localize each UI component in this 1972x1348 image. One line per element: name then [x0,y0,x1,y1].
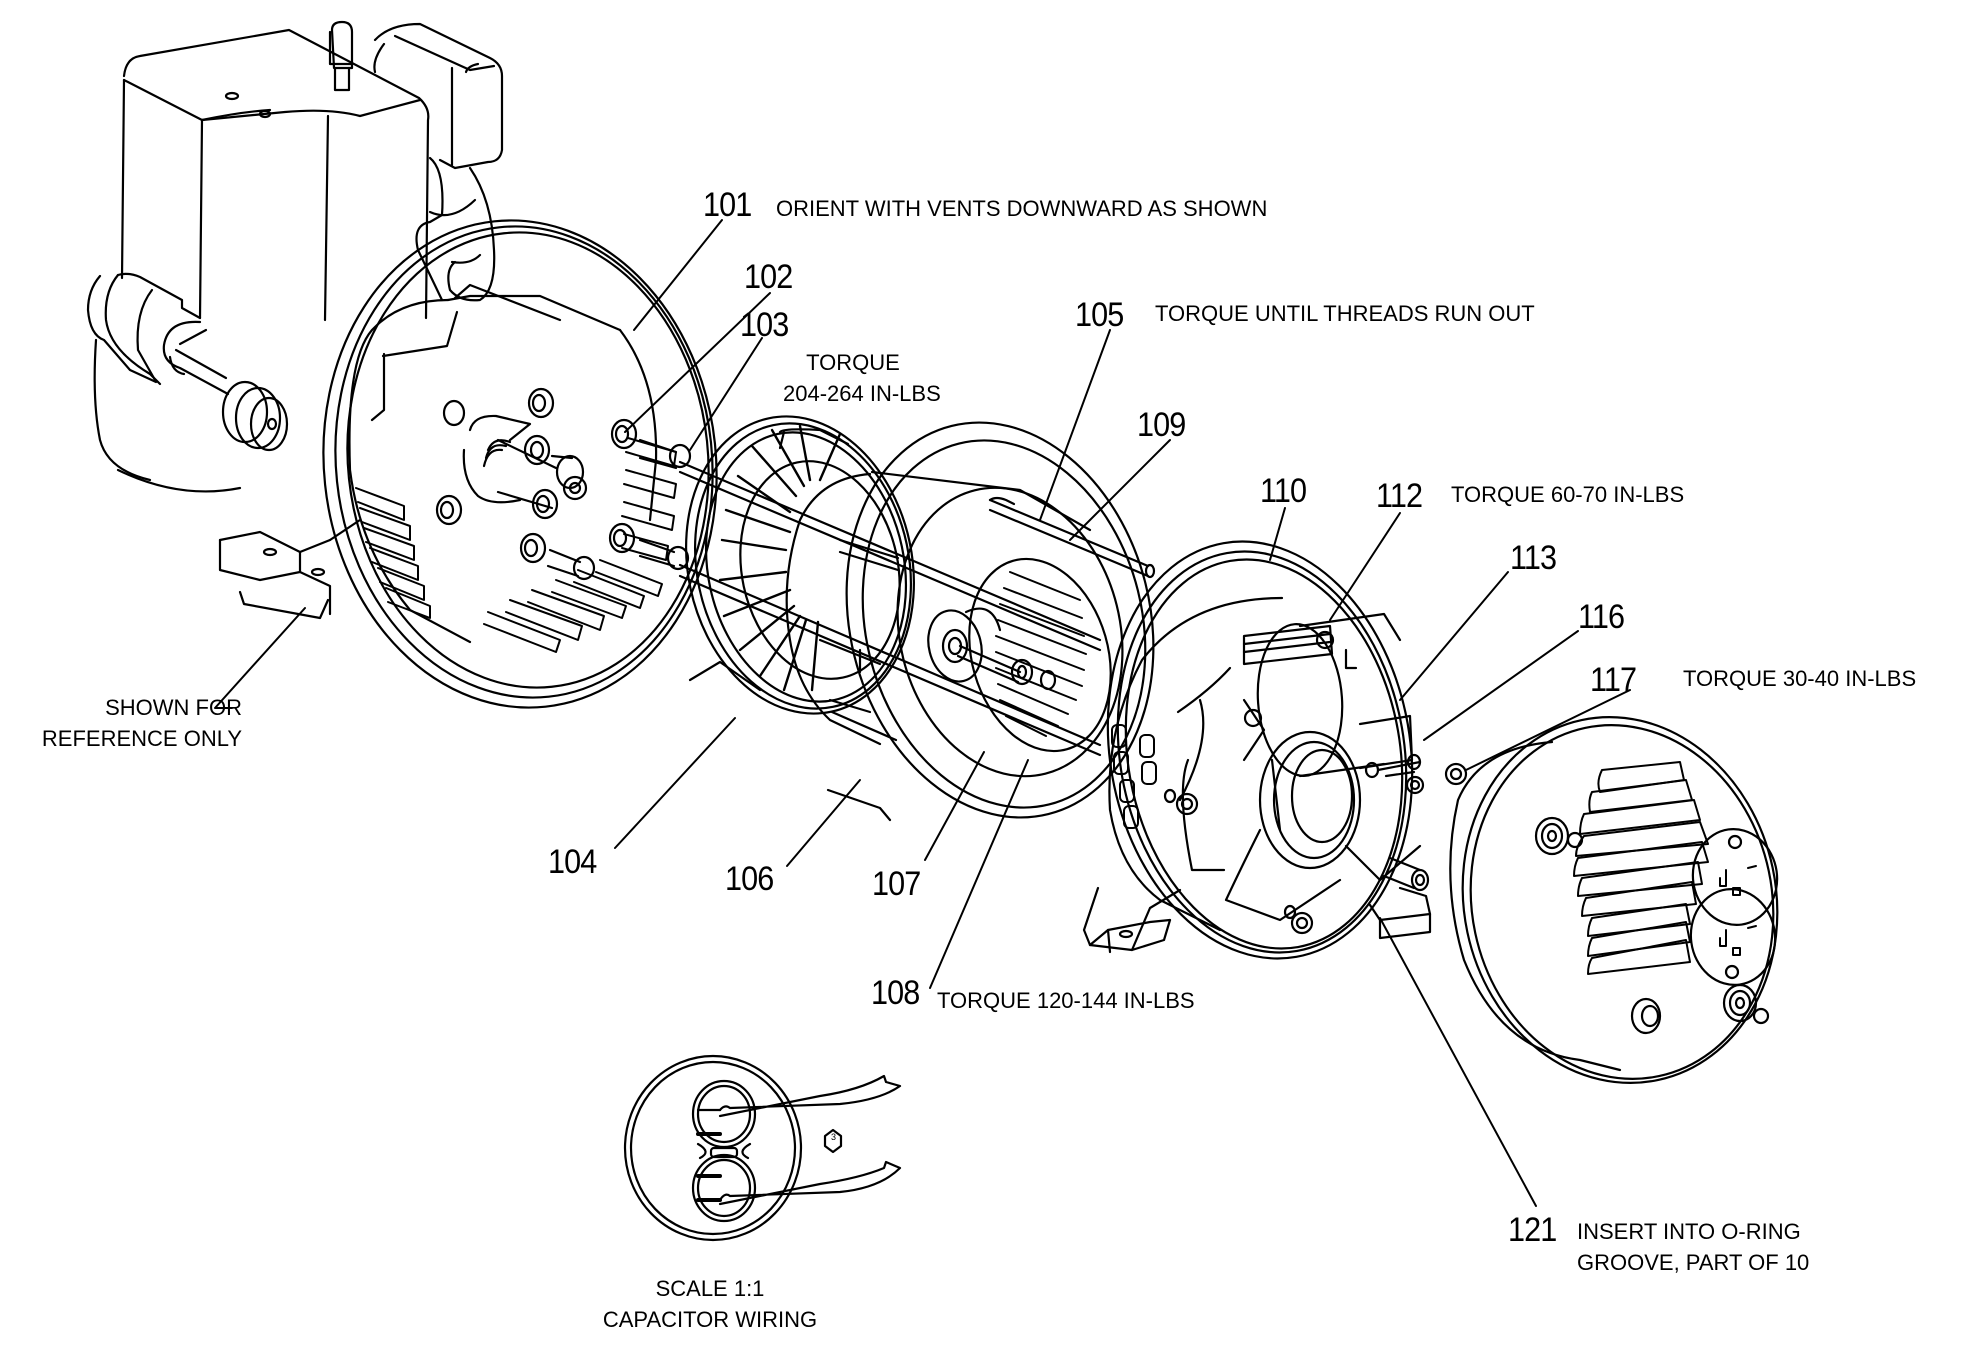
rear-end-bell-101 [322,219,718,709]
callout-105-number: 105 [1075,296,1124,334]
detail-view-title: CAPACITOR WIRING [602,1307,818,1332]
hex-marker-label: 3 [830,1132,836,1142]
capacitor-wiring-detail [623,1054,902,1242]
rotor-107 [927,557,1112,753]
leader-107 [924,751,985,861]
callout-102-number: 102 [744,258,793,296]
callout-103-note-line2: 204-264 IN-LBS [783,381,941,406]
leader-103 [689,337,763,451]
callout-121-note-line2: GROOVE, PART OF 10 [1577,1250,1810,1275]
end-cover [1449,716,1779,1084]
callout-117-note: TORQUE 30-40 IN-LBS [1683,666,1917,691]
leader-reference [214,607,306,709]
stator-106 [785,421,1155,822]
leader-102 [624,292,771,433]
callout-105-note: TORQUE UNTIL THREADS RUN OUT [1155,301,1535,326]
callout-109-number: 109 [1137,406,1186,444]
callout-107-number: 107 [872,865,921,903]
callout-104-number: 104 [548,843,597,881]
through-bolts-105 [678,460,1156,757]
callout-113-number: 113 [1510,539,1557,577]
leader-101 [633,219,723,331]
hex-marker-shape [823,1128,843,1154]
callout-103-note-line1: TORQUE [806,350,900,375]
front-end-bell-110 [1082,540,1468,960]
leader-113 [1399,571,1509,701]
callout-101-note: ORIENT WITH VENTS DOWNWARD AS SHOWN [776,196,1268,221]
leader-112 [1329,512,1401,621]
fan-104 [684,415,916,715]
callout-112-note: TORQUE 60-70 IN-LBS [1451,482,1685,507]
callout-117-number: 117 [1590,661,1637,699]
callout-121-note: INSERT INTO O-RING GROOVE, PART OF 10 [1577,1216,1809,1278]
callout-101-number: 101 [703,186,752,224]
callout-110-number: 110 [1260,472,1307,510]
reference-note-line2: REFERENCE ONLY [41,726,242,751]
leader-109 [1069,439,1171,541]
callout-106-number: 106 [725,860,774,898]
leader-106 [786,779,861,867]
leader-116 [1423,630,1579,741]
detail-view-scale: SCALE 1:1 [655,1276,765,1301]
leader-lines [214,219,1631,1207]
leader-117 [1465,689,1631,771]
reference-note: SHOWN FOR REFERENCE ONLY [0,692,242,754]
callout-116-number: 116 [1578,598,1625,636]
reference-note-line1: SHOWN FOR [105,695,242,720]
detail-view-caption: SCALE 1:1 CAPACITOR WIRING [560,1273,860,1335]
callout-103-note: TORQUE 204-264 IN-LBS [783,347,941,409]
leader-104 [614,717,736,849]
callout-121-note-line1: INSERT INTO O-RING [1577,1219,1801,1244]
leader-108 [929,759,1029,989]
leader-105 [1039,329,1111,521]
callout-108-number: 108 [871,974,920,1012]
callout-112-number: 112 [1376,477,1423,515]
callout-121-number: 121 [1508,1211,1557,1249]
callout-108-note: TORQUE 120-144 IN-LBS [937,988,1195,1013]
callout-103-number: 103 [740,306,789,344]
leader-110 [1269,507,1286,561]
engine-reference [86,20,504,620]
leader-121 [1379,917,1537,1207]
